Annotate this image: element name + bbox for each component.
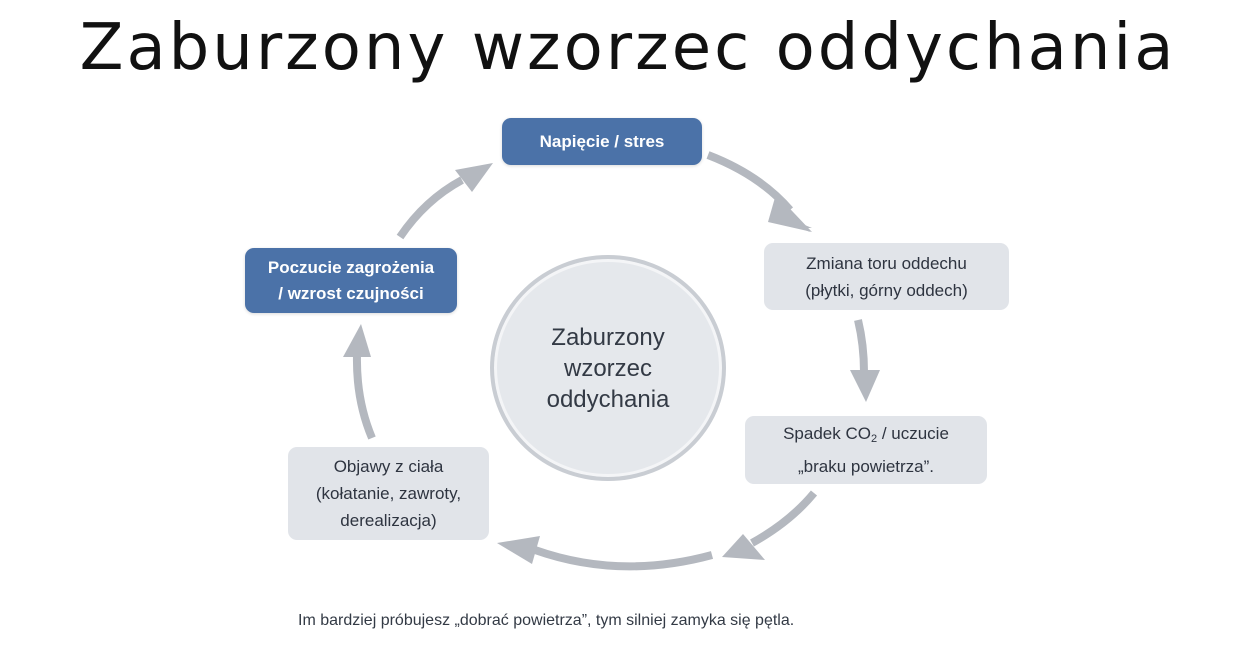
arrowhead-icon <box>722 534 765 560</box>
arrow-breathing-to-co2 <box>854 319 868 373</box>
node-tension: Napięcie / stres <box>502 118 702 165</box>
node-body-symptoms-detail-1: (kołatanie, zawroty, <box>315 484 462 503</box>
arrow-bottom-to-symptoms <box>533 546 714 571</box>
node-threat-title: Poczucie zagrożenia <box>267 257 435 277</box>
arrowhead-icon <box>768 194 812 232</box>
node-body-symptoms: Objawy z ciała (kołatanie, zawroty, dere… <box>288 447 489 540</box>
center-label-line3: oddychania <box>546 385 670 413</box>
caption: Im bardziej próbujesz „dobrać powietrza”… <box>298 612 795 629</box>
arrowhead-icon <box>497 536 540 564</box>
node-co2-drop-title: Spadek CO2 / uczucie <box>783 424 949 445</box>
arrowhead-icon <box>850 370 880 402</box>
arrowhead-icon <box>455 163 493 192</box>
arrow-co2-to-bottom <box>750 490 818 547</box>
node-breathing-change: Zmiana toru oddechu (płytki, górny oddec… <box>764 243 1009 310</box>
center-circle: Zaburzony wzorzec oddychania <box>490 255 726 481</box>
arrow-symptoms-to-threat <box>352 354 376 440</box>
node-body-symptoms-detail-2: derealizacja) <box>340 511 437 530</box>
node-co2-drop-detail: „braku powietrza”. <box>797 457 935 476</box>
center-label-line2: wzorzec <box>563 354 653 382</box>
node-tension-label: Napięcie / stres <box>539 131 665 151</box>
node-body-symptoms-title: Objawy z ciała <box>333 457 444 476</box>
node-breathing-change-title: Zmiana toru oddechu <box>806 253 967 273</box>
arrow-threat-to-tension <box>396 176 464 240</box>
node-threat: Poczucie zagrożenia / wzrost czujności <box>245 248 457 313</box>
center-label-line1: Zaburzony <box>551 323 665 351</box>
node-threat-detail: / wzrost czujności <box>278 283 424 303</box>
arrowhead-icon <box>343 324 371 357</box>
node-breathing-change-detail: (płytki, górny oddech) <box>805 280 968 300</box>
page-title: Zaburzony wzorzec oddychania <box>79 11 1177 85</box>
node-co2-drop: Spadek CO2 / uczucie „braku powietrza”. <box>745 416 987 484</box>
